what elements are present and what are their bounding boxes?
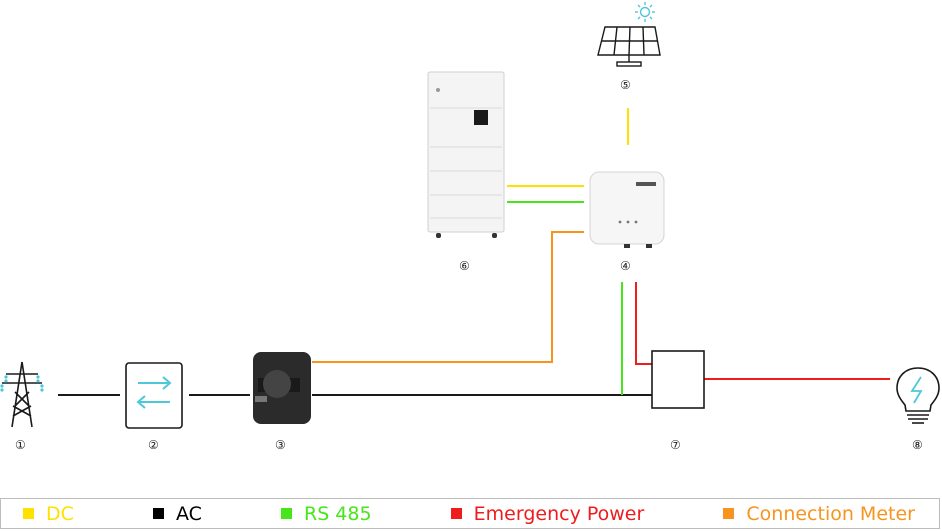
legend-swatch-dc xyxy=(23,508,34,519)
bidirectional-meter-icon xyxy=(125,362,183,429)
legend-swatch-connection-meter xyxy=(723,508,735,519)
legend-swatch-ac xyxy=(152,508,164,519)
legend-item-dc: DC xyxy=(23,503,74,525)
legend-swatch-rs485 xyxy=(281,508,292,519)
grid-tower-icon xyxy=(2,361,42,428)
component-number-2: ② xyxy=(148,438,159,452)
emergency-power-line xyxy=(635,282,652,365)
legend-label-dc: DC xyxy=(46,502,74,525)
legend-item-connection-meter: Connection Meter xyxy=(723,503,915,525)
legend-item-ac: AC xyxy=(152,502,202,525)
component-number-8: ⑧ xyxy=(912,438,923,452)
solar-panel-icon xyxy=(597,2,661,67)
legend-item-rs485: RS 485 xyxy=(281,503,372,525)
legend-label-rs485: RS 485 xyxy=(304,502,372,525)
switch-box-icon xyxy=(651,350,705,409)
component-number-6: ⑥ xyxy=(459,259,470,273)
legend-swatch-emergency-power xyxy=(450,508,462,519)
legend-label-connection-meter: Connection Meter xyxy=(746,502,915,525)
battery-icon xyxy=(427,71,505,238)
legend-item-emergency-power: Emergency Power xyxy=(450,502,645,525)
inverter-icon xyxy=(589,171,665,248)
component-number-7: ⑦ xyxy=(670,438,681,452)
sun-icon xyxy=(635,2,655,22)
component-number-1: ① xyxy=(15,438,26,452)
component-number-3: ③ xyxy=(275,438,286,452)
component-number-5: ⑤ xyxy=(620,78,631,92)
legend: DC AC RS 485 Emergency Power Connection … xyxy=(0,498,940,529)
component-number-4: ④ xyxy=(620,259,631,273)
lamp-icon xyxy=(896,367,940,424)
grid-insulators xyxy=(0,375,44,392)
connection-meter-line xyxy=(312,231,584,363)
legend-label-emergency-power: Emergency Power xyxy=(473,502,645,525)
current-clamp-icon xyxy=(253,352,311,424)
legend-label-ac: AC xyxy=(175,502,202,525)
